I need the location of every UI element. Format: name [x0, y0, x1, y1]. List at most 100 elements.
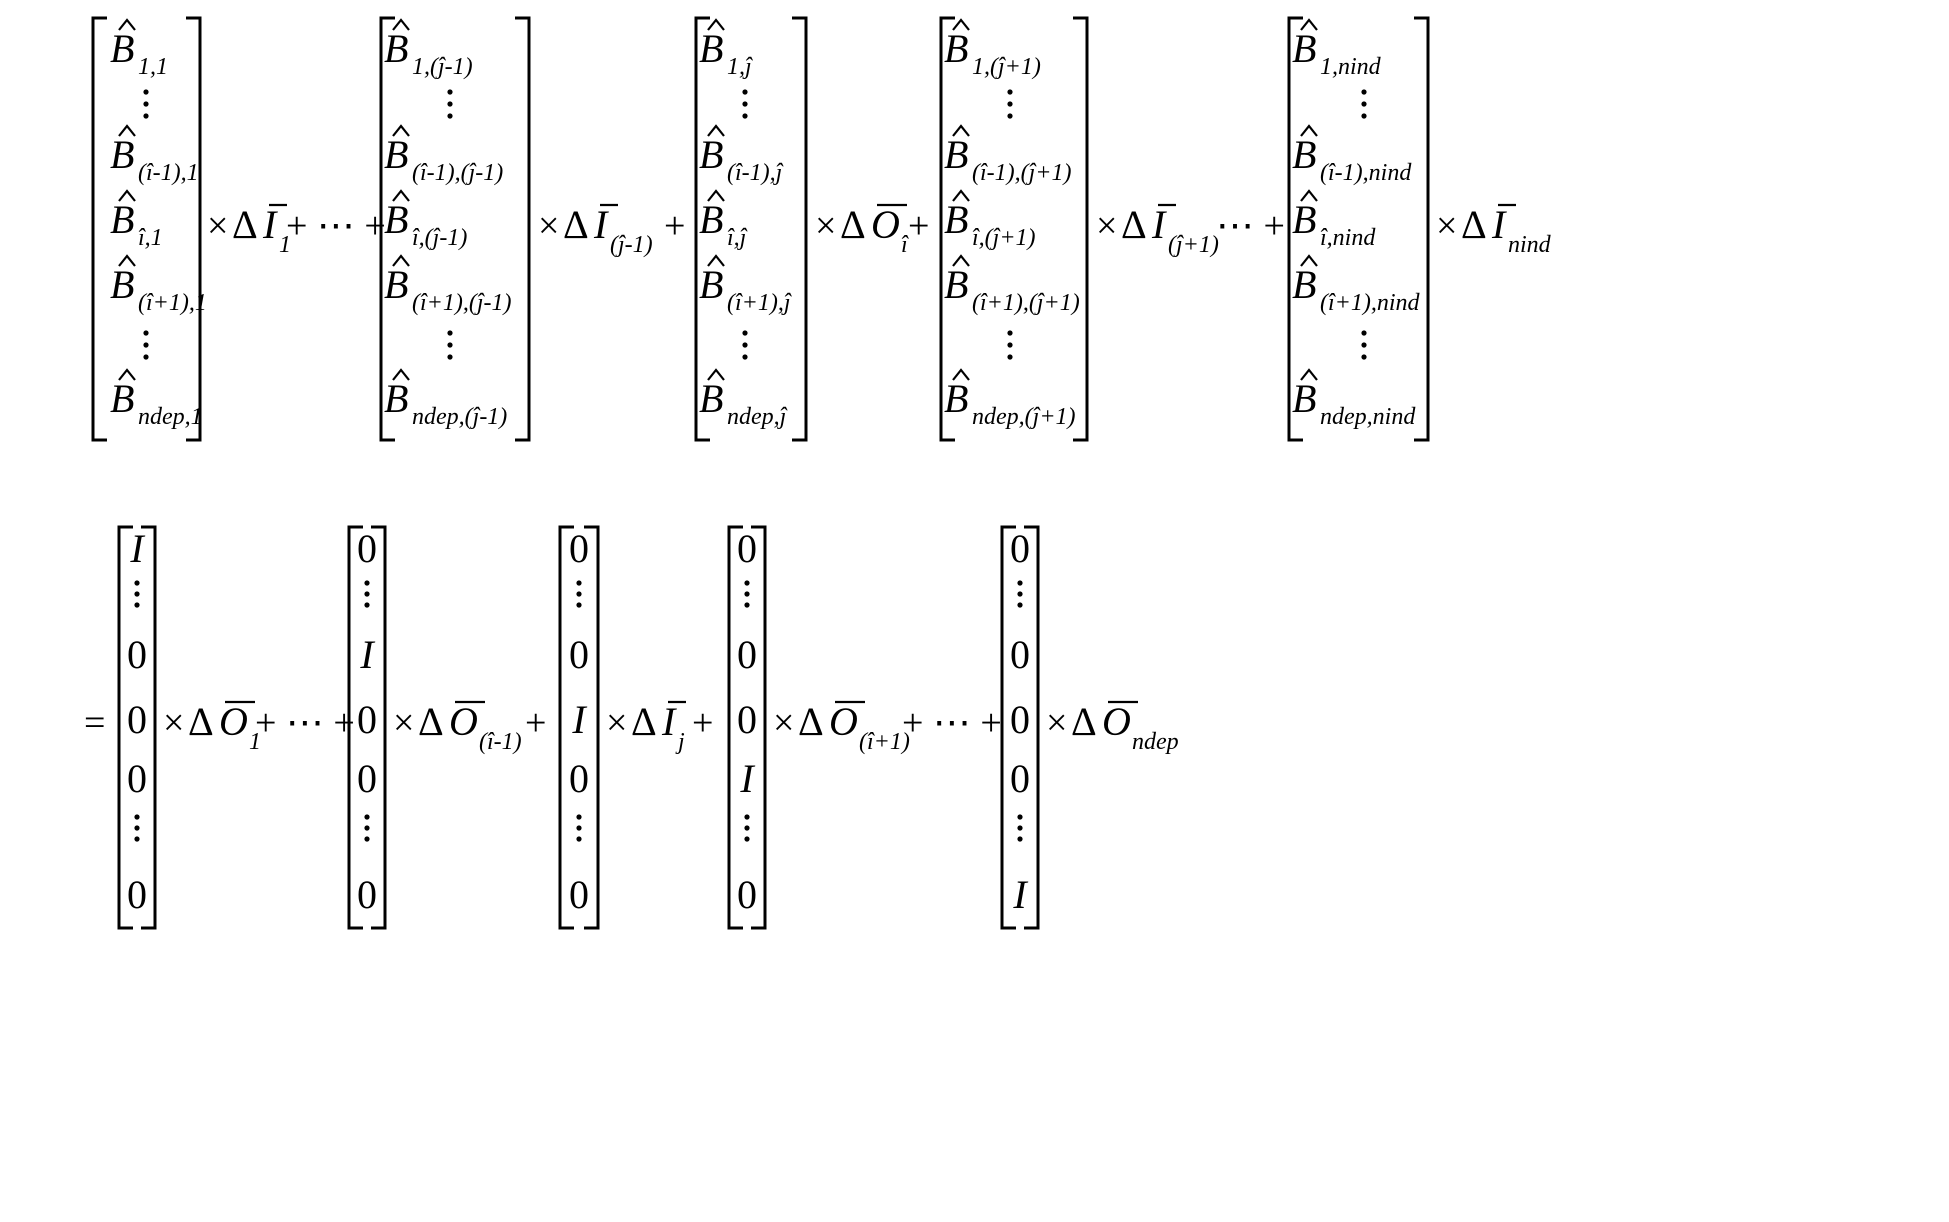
- dot: [1017, 580, 1022, 585]
- matrix-entry-base: B: [384, 262, 408, 307]
- multiplier-subscript: j: [675, 729, 685, 755]
- vertical-dots: [364, 814, 369, 841]
- dot: [744, 825, 749, 830]
- matrix-entry-subscript: 1,(ĵ-1): [412, 54, 473, 80]
- dot: [1017, 825, 1022, 830]
- dot: [143, 89, 148, 94]
- times-sign: ×: [1046, 702, 1067, 744]
- vertical-dots: [1017, 814, 1022, 841]
- matrix-entry-base: B: [699, 132, 723, 177]
- multiplier-symbol: I: [1151, 202, 1167, 247]
- vertical-dots: [1361, 330, 1366, 359]
- matrix-entry-base: B: [944, 376, 968, 421]
- identity-entry: I: [1012, 872, 1028, 917]
- multiplier-subscript: ndep: [1132, 729, 1179, 755]
- dot: [1007, 101, 1012, 106]
- delta-symbol: Δ: [798, 699, 824, 744]
- multiplier-symbol: O: [1102, 699, 1131, 744]
- dot: [576, 836, 581, 841]
- zero-entry: 0: [569, 872, 589, 917]
- dot: [143, 101, 148, 106]
- matrix-entry-subscript: ndep,(ĵ+1): [972, 404, 1076, 430]
- dot: [364, 580, 369, 585]
- dot: [447, 330, 452, 335]
- dot: [1361, 101, 1366, 106]
- zero-entry: 0: [1010, 697, 1030, 742]
- vertical-dots: [447, 330, 452, 359]
- matrix-entry-base: B: [384, 197, 408, 242]
- dot: [742, 342, 747, 347]
- zero-entry: 0: [127, 756, 147, 801]
- dot: [576, 814, 581, 819]
- zero-entry: 0: [737, 526, 757, 571]
- matrix-entry-base: B: [110, 132, 134, 177]
- dot: [143, 354, 148, 359]
- dot: [744, 580, 749, 585]
- operator-text: +: [908, 205, 929, 247]
- matrix-entry-base: B: [110, 262, 134, 307]
- matrix-entry-base: B: [110, 26, 134, 71]
- identity-entry: I: [739, 756, 755, 801]
- dot: [143, 113, 148, 118]
- delta-symbol: Δ: [631, 699, 657, 744]
- matrix-entry-subscript: î,ĵ: [727, 225, 748, 251]
- matrix-entry-subscript: ndep,ĵ: [727, 404, 788, 430]
- dot: [1361, 113, 1366, 118]
- delta-symbol: Δ: [563, 202, 589, 247]
- times-sign: ×: [163, 702, 184, 744]
- matrix-entry-base: B: [1292, 376, 1316, 421]
- vertical-dots: [134, 580, 139, 607]
- times-sign: ×: [815, 205, 836, 247]
- operator-text: + ⋯ +: [255, 702, 355, 744]
- dot: [143, 342, 148, 347]
- matrix-entry-subscript: (î+1),1: [138, 290, 207, 316]
- identity-entry: I: [359, 632, 375, 677]
- times-sign: ×: [393, 702, 414, 744]
- right-bracket: [1414, 18, 1428, 440]
- identity-entry: I: [571, 697, 587, 742]
- dot: [1007, 330, 1012, 335]
- right-bracket: [792, 18, 806, 440]
- matrix-entry-base: B: [110, 197, 134, 242]
- dot: [364, 836, 369, 841]
- right-bracket: [584, 527, 598, 928]
- zero-entry: 0: [357, 872, 377, 917]
- dot: [744, 602, 749, 607]
- multiplier-subscript: (î-1): [479, 729, 522, 755]
- vertical-dots: [744, 814, 749, 841]
- matrix-entry-subscript: (î-1),(ĵ-1): [412, 160, 503, 186]
- dot: [576, 602, 581, 607]
- dot: [742, 354, 747, 359]
- matrix-entry-subscript: (î-1),(ĵ+1): [972, 160, 1072, 186]
- dot: [447, 113, 452, 118]
- zero-entry: 0: [737, 697, 757, 742]
- vertical-dots: [364, 580, 369, 607]
- multiplier-symbol: O: [449, 699, 478, 744]
- multiplier-symbol: O: [829, 699, 858, 744]
- matrix-entry-subscript: î,nind: [1320, 225, 1376, 251]
- matrix-entry-base: B: [699, 376, 723, 421]
- zero-entry: 0: [357, 697, 377, 742]
- delta-symbol: Δ: [1121, 202, 1147, 247]
- operator-text: + ⋯ +: [286, 205, 386, 247]
- right-bracket: [186, 18, 200, 440]
- matrix-entry-subscript: 1,(ĵ+1): [972, 54, 1041, 80]
- delta-symbol: Δ: [1071, 699, 1097, 744]
- dot: [744, 814, 749, 819]
- delta-symbol: Δ: [840, 202, 866, 247]
- zero-entry: 0: [127, 632, 147, 677]
- matrix-entry-subscript: (î+1),ĵ: [727, 290, 792, 316]
- delta-symbol: Δ: [418, 699, 444, 744]
- matrix-entry-base: B: [384, 376, 408, 421]
- dot: [364, 814, 369, 819]
- matrix-entry-base: B: [1292, 132, 1316, 177]
- delta-symbol: Δ: [188, 699, 214, 744]
- dot: [1007, 354, 1012, 359]
- matrix-entry-subscript: (î+1),(ĵ-1): [412, 290, 512, 316]
- vertical-dots: [576, 580, 581, 607]
- matrix-entry-subscript: (î+1),nind: [1320, 290, 1421, 316]
- dot: [1361, 354, 1366, 359]
- multiplier-subscript: (ĵ-1): [610, 232, 653, 258]
